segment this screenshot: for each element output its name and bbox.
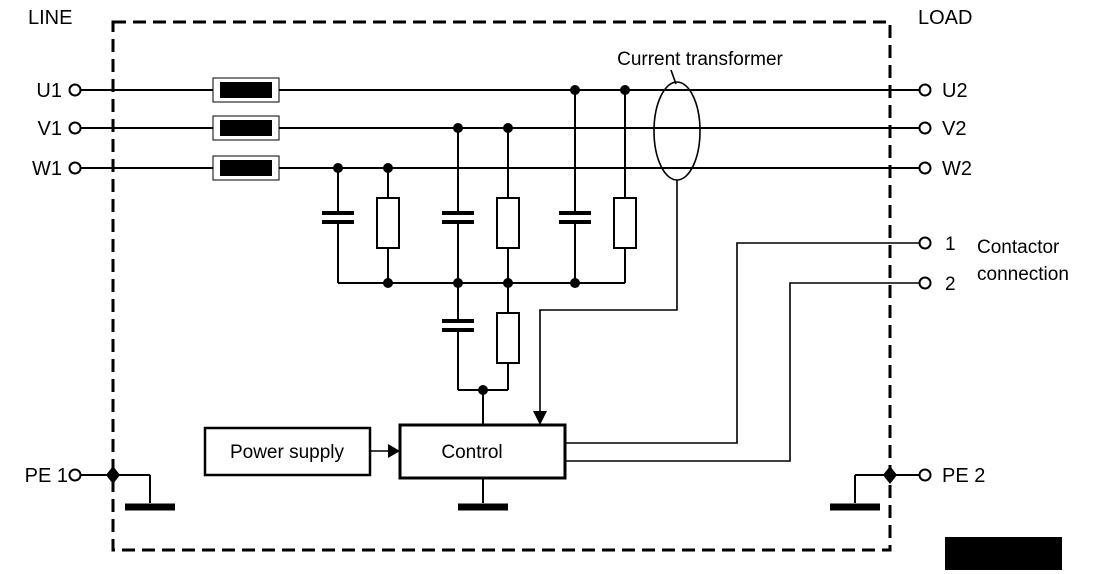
current-transformer-coil bbox=[653, 81, 701, 181]
junction-dot bbox=[478, 385, 488, 395]
control-label: Control bbox=[441, 442, 502, 463]
terminal-v2 bbox=[918, 121, 932, 135]
power-supply-label: Power supply bbox=[230, 442, 345, 463]
terminal-w2 bbox=[918, 161, 932, 175]
redacted-logo-block bbox=[945, 537, 1062, 570]
junction-dot bbox=[620, 85, 630, 95]
terminal-w1-label: W1 bbox=[32, 158, 62, 180]
pe1-bond-node bbox=[106, 466, 120, 484]
current-transformer-label: Current transformer bbox=[617, 49, 783, 70]
junction-dot bbox=[383, 278, 393, 288]
pe1-label: PE 1 bbox=[25, 465, 68, 487]
terminal-v1 bbox=[68, 121, 82, 135]
resistor-v bbox=[496, 197, 520, 249]
junction-dot bbox=[453, 278, 463, 288]
pe2-terminal bbox=[918, 468, 932, 482]
power-supply-block: Power supply bbox=[203, 426, 400, 477]
ct-arrowhead-icon bbox=[533, 411, 547, 425]
contactor-terminal-1 bbox=[918, 236, 932, 250]
terminal-w2-label: W2 bbox=[942, 158, 972, 180]
power-switch-blocks bbox=[212, 77, 280, 181]
pe2-bond-node bbox=[883, 466, 897, 484]
contactor-terminal-2-label: 2 bbox=[945, 274, 956, 295]
switch-block-w bbox=[220, 160, 272, 176]
pe2-connection: PE 2 bbox=[830, 465, 985, 511]
junction-dots bbox=[333, 85, 630, 395]
contactor-annotation-line2: connection bbox=[977, 264, 1069, 285]
current-transformer-leader bbox=[670, 69, 677, 85]
terminal-v1-label: V1 bbox=[38, 118, 62, 140]
ct-signal-wire bbox=[539, 180, 678, 412]
junction-dot bbox=[503, 123, 513, 133]
resistor-lower bbox=[496, 312, 520, 364]
resistor-u bbox=[613, 197, 637, 249]
contactor-wire-2 bbox=[565, 282, 920, 462]
line-terminals: U1 V1 W1 bbox=[32, 80, 82, 180]
pe1-connection: PE 1 bbox=[25, 465, 175, 511]
junction-dot bbox=[453, 123, 463, 133]
junction-dot bbox=[333, 163, 343, 173]
power-supply-arrowhead-icon bbox=[388, 444, 400, 458]
contactor-terminal-2 bbox=[918, 276, 932, 290]
load-side-label: LOAD bbox=[918, 7, 972, 29]
line-side-label: LINE bbox=[28, 7, 72, 29]
load-terminals: U2 V2 W2 bbox=[918, 80, 972, 180]
terminal-v2-label: V2 bbox=[942, 118, 966, 140]
resistor-w bbox=[376, 197, 400, 249]
contactor-annotation-line1: Contactor bbox=[977, 237, 1060, 258]
terminal-w1 bbox=[68, 161, 82, 175]
junction-dot bbox=[570, 85, 580, 95]
junction-dot bbox=[383, 163, 393, 173]
pe2-label: PE 2 bbox=[942, 465, 985, 487]
terminal-u2 bbox=[918, 83, 932, 97]
contactor-terminal-1-label: 1 bbox=[945, 234, 956, 255]
junction-dot bbox=[503, 278, 513, 288]
control-block: Control bbox=[398, 423, 567, 511]
terminal-u2-label: U2 bbox=[942, 80, 968, 102]
phase-lines bbox=[80, 89, 920, 169]
rc-snubber-network bbox=[322, 90, 637, 425]
contactor-wire-1 bbox=[565, 242, 920, 444]
terminal-u1 bbox=[68, 83, 82, 97]
contactor-connection: 1 2 Contactor connection bbox=[565, 234, 1069, 462]
device-boundary bbox=[111, 20, 892, 552]
terminal-u1-label: U1 bbox=[36, 80, 62, 102]
junction-dot bbox=[570, 278, 580, 288]
switch-block-u bbox=[220, 82, 272, 98]
switch-block-v bbox=[220, 120, 272, 136]
current-transformer: Current transformer bbox=[533, 49, 784, 425]
pe1-terminal bbox=[68, 468, 82, 482]
